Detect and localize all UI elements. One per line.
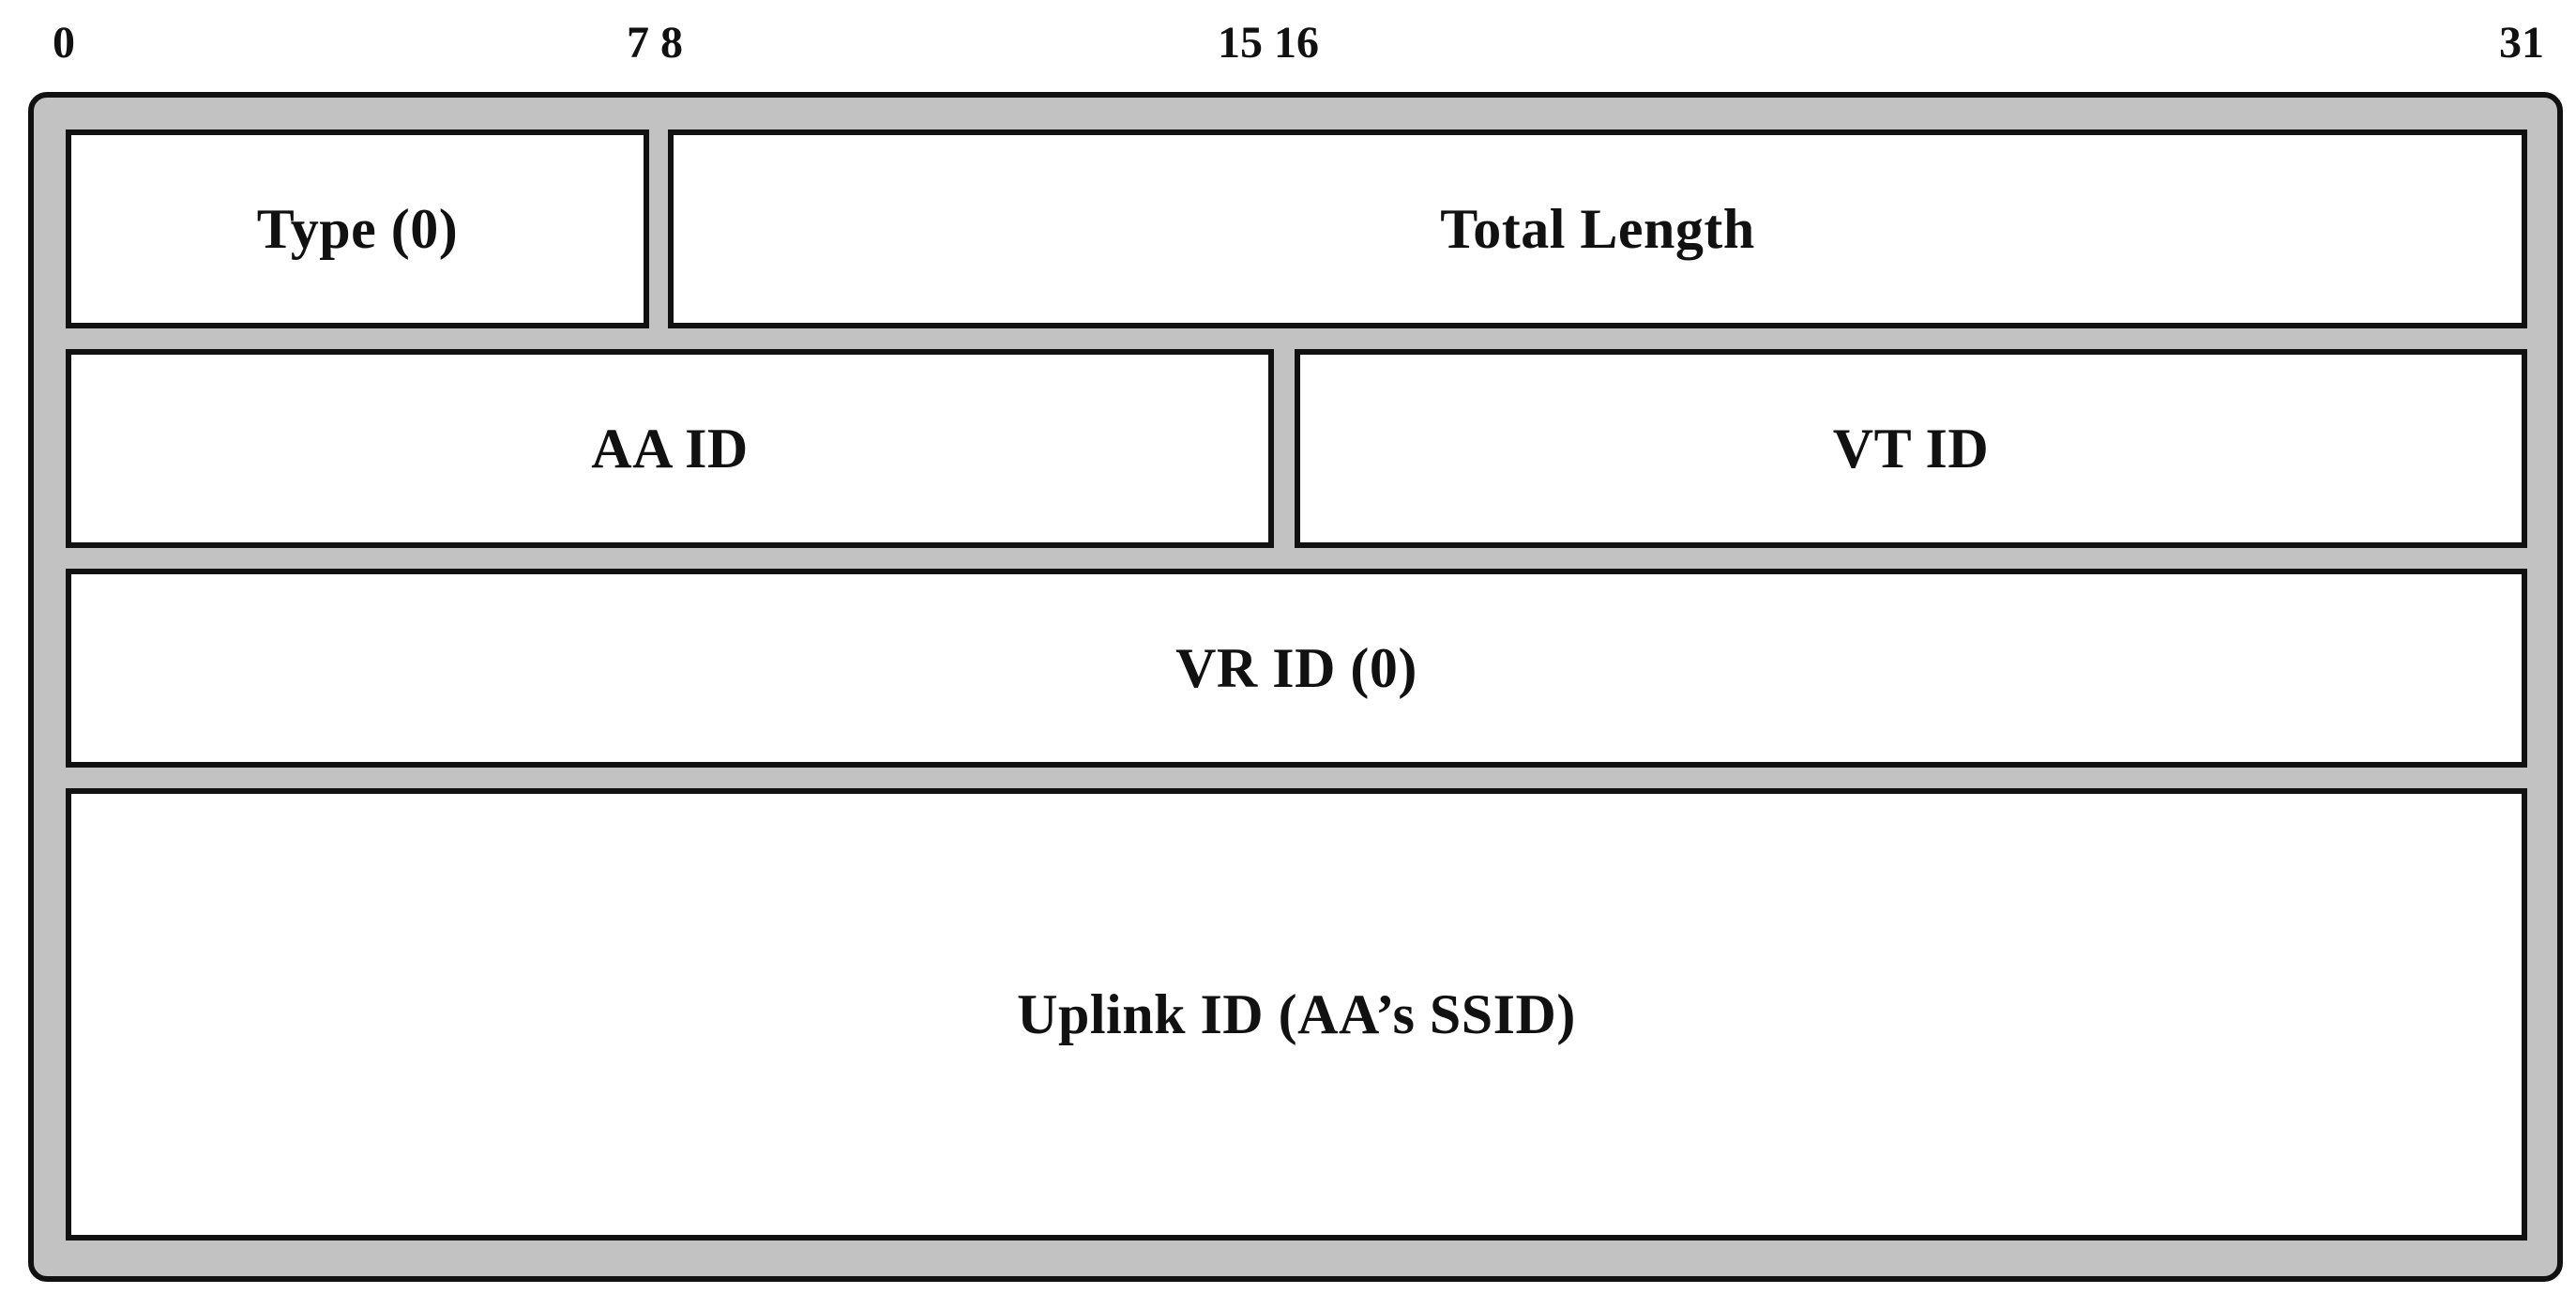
bit-label-0: 0 <box>53 18 75 68</box>
field-total-length: Total Length <box>668 129 2527 328</box>
bit-label-31: 31 <box>2499 18 2544 68</box>
field-uplink-id-label: Uplink ID (AA’s SSID) <box>1017 982 1576 1045</box>
field-vr-id: VR ID (0) <box>66 569 2527 768</box>
field-type-label: Type (0) <box>256 197 459 260</box>
field-uplink-id: Uplink ID (AA’s SSID) <box>66 788 2527 1241</box>
field-vr-id-label: VR ID (0) <box>1175 636 1417 699</box>
field-aa-id: AA ID <box>66 349 1274 548</box>
field-aa-id-label: AA ID <box>591 417 749 480</box>
bit-label-7-8: 7 8 <box>627 18 683 68</box>
bit-label-15-16: 15 16 <box>1218 18 1319 68</box>
field-vt-id-label: VT ID <box>1832 417 1990 480</box>
field-vt-id: VT ID <box>1295 349 2527 548</box>
field-total-length-label: Total Length <box>1440 197 1755 260</box>
field-type: Type (0) <box>66 129 649 328</box>
